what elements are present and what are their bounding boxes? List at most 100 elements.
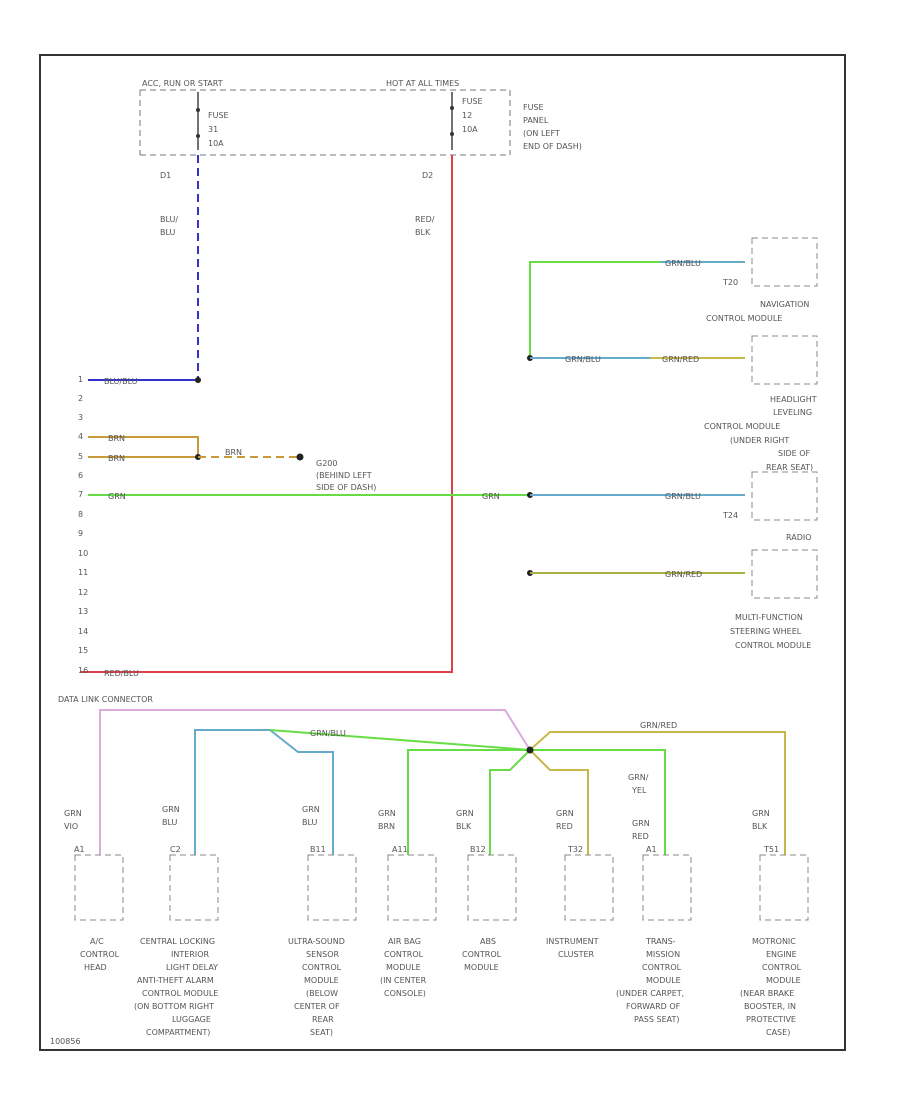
m7-name-5: (NEAR BRAKE <box>740 989 794 998</box>
m1-name-7: LUGGAGE <box>172 1015 211 1024</box>
pin4-wire <box>88 436 199 457</box>
m3-name-3: MODULE <box>386 963 421 972</box>
mfsw-name-2: STEERING WHEEL <box>730 627 802 636</box>
bottom-module-labels: GRN VIO A1 A/C CONTROL HEAD GRN BLU C2 C… <box>64 805 802 1037</box>
dlc-pin: 2 <box>78 394 83 403</box>
red-label-1: RED/ <box>415 215 435 224</box>
nav-wire-label: GRN/BLU <box>665 259 701 268</box>
m1-name-8: COMPARTMENT) <box>146 1028 210 1037</box>
fuse-panel-line4: END OF DASH) <box>523 142 582 151</box>
m5-name-2: CLUSTER <box>558 950 595 959</box>
m5-wire-1: GRN <box>556 809 574 818</box>
fuse-left-line2: 31 <box>208 125 218 134</box>
mfsw-name-1: MULTI-FUNCTION <box>735 613 803 622</box>
diagram-frame <box>39 54 846 1051</box>
m1-name-2: INTERIOR <box>171 950 210 959</box>
m1-wire-1: GRN <box>162 805 180 814</box>
m5-pin: T32 <box>567 845 583 854</box>
headlight-wire-label-2: GRN/RED <box>662 355 699 364</box>
m0-pin: A1 <box>74 845 85 854</box>
red-label-2: BLK <box>415 228 431 237</box>
hl-name-2: LEVELING <box>773 408 812 417</box>
fuse-right-line3: 10A <box>462 125 478 134</box>
m2-name-5: (BELOW <box>306 989 338 998</box>
m7-name-2: ENGINE <box>766 950 797 959</box>
m1-name-3: LIGHT DELAY <box>166 963 218 972</box>
m6-name-7: PASS SEAT) <box>634 1015 679 1024</box>
m6-name-2: MISSION <box>646 950 680 959</box>
hl-name-5: SIDE OF <box>778 449 810 458</box>
mfsw-wire-label: GRN/RED <box>665 570 702 579</box>
m0-name-1: A/C <box>90 937 104 946</box>
bottom-wire-label-1: GRN/BLU <box>310 729 346 738</box>
m7-pin: T51 <box>763 845 779 854</box>
m3-wire-2: BRN <box>378 822 395 831</box>
m0-wire-2: VIO <box>64 822 78 831</box>
m4-pin: B12 <box>470 845 486 854</box>
m4-name-1: ABS <box>480 937 496 946</box>
hl-name-4: (UNDER RIGHT <box>730 436 789 445</box>
pin7-wire-label: GRN <box>108 492 126 501</box>
m2-name-3: CONTROL <box>302 963 342 972</box>
nav-name-2: CONTROL MODULE <box>706 314 782 323</box>
m2-name-6: CENTER OF <box>294 1002 340 1011</box>
dlc-pin: 5 <box>78 452 83 461</box>
radio-name: RADIO <box>786 533 812 542</box>
m2-name-4: MODULE <box>304 976 339 985</box>
fuse-header-left: ACC, RUN OR START <box>142 79 223 88</box>
fuse-right-line1: FUSE <box>462 97 483 106</box>
m7-name-7: PROTECTIVE <box>746 1015 796 1024</box>
m2-name-8: SEAT) <box>310 1028 333 1037</box>
dlc-pin: 10 <box>78 549 88 558</box>
hl-name-6: REAR SEAT) <box>766 463 813 472</box>
m2-pin: B11 <box>310 845 326 854</box>
m6-name-1: TRANS- <box>645 937 676 946</box>
data-link-label: DATA LINK CONNECTOR <box>58 695 153 704</box>
fuse-left-line3: 10A <box>208 139 224 148</box>
m1-pin: C2 <box>170 845 181 854</box>
m6-name-6: FORWARD OF <box>626 1002 681 1011</box>
m3-name-4: (IN CENTER <box>380 976 427 985</box>
hl-name-3: CONTROL MODULE <box>704 422 780 431</box>
fuse-pin-right: D2 <box>422 171 433 180</box>
m7-name-1: MOTRONIC <box>752 937 796 946</box>
m6-pin: A1 <box>646 845 657 854</box>
m2-name-2: SENSOR <box>306 950 339 959</box>
m1-name-1: CENTRAL LOCKING <box>140 937 215 946</box>
m4-wire-1: GRN <box>456 809 474 818</box>
data-link-pins: 1 2 3 4 5 6 7 8 9 10 11 12 13 14 15 16 <box>78 375 88 675</box>
m6-name-5: (UNDER CARPET, <box>616 989 684 998</box>
m6-name-3: CONTROL <box>642 963 682 972</box>
m2-name-7: REAR <box>312 1015 334 1024</box>
brn-ground-label: BRN <box>225 448 242 457</box>
dlc-pin: 15 <box>78 646 88 655</box>
hl-name-1: HEADLIGHT <box>770 395 817 404</box>
pin16-wire-label: RED/BLU <box>104 669 139 678</box>
footer-code: 100856 <box>50 1037 81 1046</box>
radio-pin: T24 <box>722 511 738 520</box>
nav-pin: T20 <box>722 278 738 287</box>
m2-name-1: ULTRA-SOUND <box>288 937 345 946</box>
m7-wire-2: BLK <box>752 822 768 831</box>
nav-name-1: NAVIGATION <box>760 300 809 309</box>
m1-name-4: ANTI-THEFT ALARM <box>137 976 214 985</box>
dlc-pin: 12 <box>78 588 88 597</box>
splice-bottom <box>526 746 534 754</box>
m3-name-5: CONSOLE) <box>384 989 426 998</box>
m5-name-1: INSTRUMENT <box>546 937 599 946</box>
grn-yel-label-1: GRN/ <box>628 773 649 782</box>
headlight-wire-label: GRN/BLU <box>565 355 601 364</box>
bottom-wiring <box>99 709 786 855</box>
m6-wire-2: RED <box>632 832 649 841</box>
fuse-panel-line1: FUSE <box>523 103 544 112</box>
fuse-right-line2: 12 <box>462 111 472 120</box>
m7-name-3: CONTROL <box>762 963 802 972</box>
m5-wire-2: RED <box>556 822 573 831</box>
m0-name-2: CONTROL <box>80 950 120 959</box>
fuse-left-line1: FUSE <box>208 111 229 120</box>
dlc-pin: 4 <box>78 432 83 441</box>
m3-wire-1: GRN <box>378 809 396 818</box>
blu-label-2: BLU <box>160 228 176 237</box>
splice-pin1 <box>195 377 201 383</box>
dlc-pin: 6 <box>78 471 83 480</box>
